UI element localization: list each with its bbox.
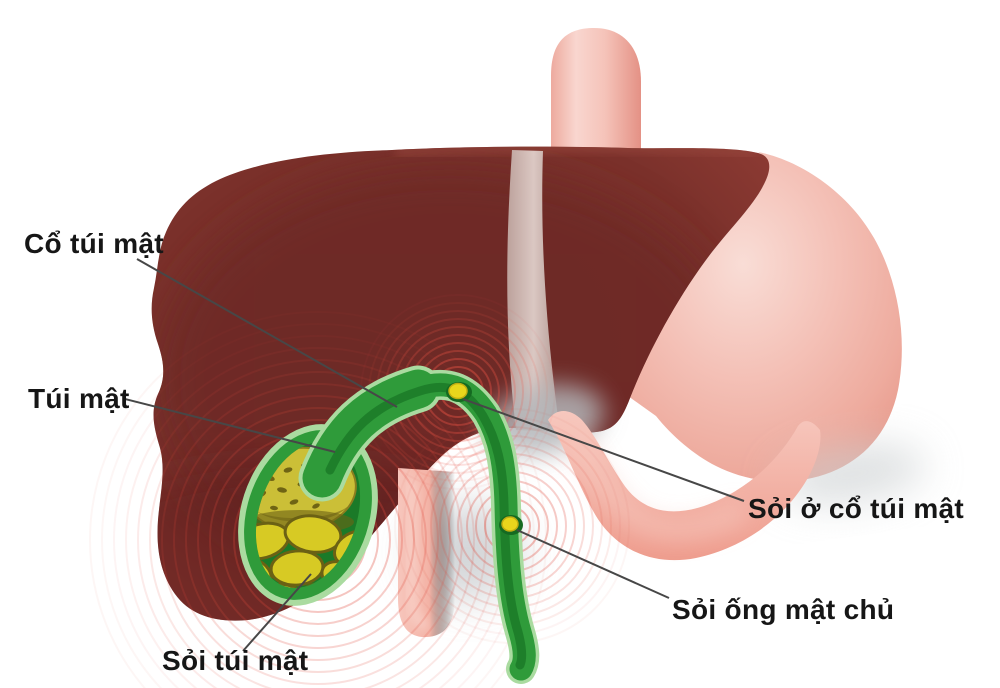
label-stone-at-gallbladder-neck: Sỏi ở cổ túi mật	[748, 493, 965, 524]
falciform-ligament	[507, 150, 560, 432]
duodenum-descending-tube	[398, 468, 455, 638]
pointer-line-stone-cbd	[516, 529, 670, 599]
label-gallbladder-stones: Sỏi túi mật	[162, 645, 309, 676]
pointer-line-gallbladder-stones	[242, 573, 312, 652]
pointer-line-stone-at-neck	[462, 398, 745, 502]
label-gallbladder-neck: Cổ túi mật	[24, 228, 164, 259]
inferior-vena-cava	[551, 28, 641, 162]
pointer-line-gallbladder-neck	[136, 258, 398, 408]
duodenum-loop	[548, 411, 821, 561]
stone-at-gallbladder-neck	[446, 382, 472, 402]
liver-pink-lobe	[628, 152, 902, 482]
pointer-line-gallbladder	[124, 398, 336, 453]
label-stone-common-bile-duct: Sỏi ống mật chủ	[672, 594, 895, 625]
pointer-lines	[124, 258, 745, 652]
label-gallbladder: Túi mật	[28, 383, 130, 414]
